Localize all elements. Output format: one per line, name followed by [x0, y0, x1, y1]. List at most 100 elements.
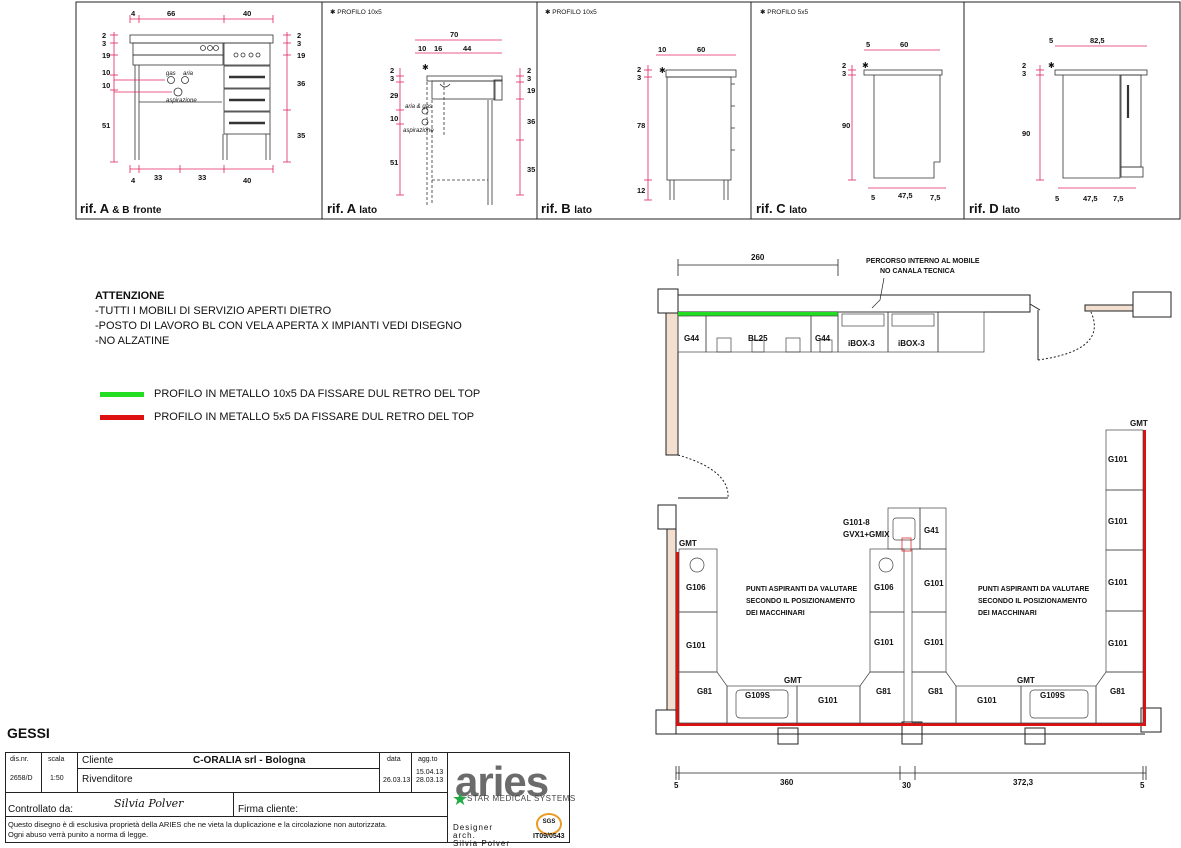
- legend-swatch-green: [100, 392, 144, 397]
- svg-text:PERCORSO INTERNO AL MOBILE: PERCORSO INTERNO AL MOBILE: [866, 258, 980, 265]
- svg-text:47,5: 47,5: [1083, 194, 1098, 203]
- unit-label: G101: [977, 696, 997, 705]
- svg-text:35: 35: [527, 165, 535, 174]
- dim-label: 19: [297, 51, 305, 60]
- unit-label: G41: [924, 526, 940, 535]
- svg-text:2: 2: [1022, 61, 1026, 70]
- svg-text:60: 60: [697, 45, 705, 54]
- unit-label: GVX1+GMIX: [843, 530, 890, 539]
- unit-label: G81: [697, 687, 713, 696]
- sideD-drawing: [1054, 69, 1148, 179]
- dis-nr-cell: dis.nr. 2658/D: [6, 753, 42, 793]
- room-name: GESSI: [7, 725, 50, 741]
- svg-text:90: 90: [842, 121, 850, 130]
- unit-label: G109S: [745, 691, 771, 700]
- svg-text:372,3: 372,3: [1013, 778, 1034, 787]
- svg-text:✱: ✱: [659, 66, 666, 75]
- svg-text:rif. C lato: rif. C lato: [756, 201, 807, 216]
- svg-text:2: 2: [637, 65, 641, 74]
- attention-notes: ATTENZIONE -TUTTI I MOBILI DI SERVIZIO A…: [95, 289, 462, 349]
- sideC-dim-labels: 5 60 2 3 90 5 47,5 7,5 ✱: [842, 40, 940, 202]
- svg-text:5: 5: [1055, 194, 1059, 203]
- svg-text:✱ PROFILO 10x5: ✱ PROFILO 10x5: [545, 8, 597, 16]
- unit-label: G109S: [1040, 691, 1066, 700]
- dim-label: 66: [167, 9, 175, 18]
- unit-label: G81: [928, 687, 944, 696]
- svg-text:DEI MACCHINARI: DEI MACCHINARI: [746, 610, 805, 617]
- dim-label: 4: [131, 176, 136, 185]
- svg-text:✱ PROFILO 5x5: ✱ PROFILO 5x5: [760, 8, 808, 16]
- svg-text:36: 36: [527, 117, 535, 126]
- notes-title: ATTENZIONE: [95, 290, 165, 302]
- svg-text:5: 5: [866, 40, 870, 49]
- sideA-dims: [396, 39, 524, 196]
- svg-text:SECONDO IL POSIZIONAMENTO: SECONDO IL POSIZIONAMENTO: [978, 598, 1088, 605]
- unit-label: G101: [1108, 455, 1128, 464]
- unit-label: GMT: [1130, 419, 1148, 428]
- svg-text:rif. A lato: rif. A lato: [327, 201, 377, 216]
- svg-text:7,5: 7,5: [1113, 194, 1123, 203]
- brand-tagline: STAR MEDICAL SYSTEMS: [467, 794, 576, 803]
- svg-text:rif. D lato: rif. D lato: [969, 201, 1020, 216]
- sideD-dims: [1036, 45, 1147, 189]
- dim-label: 10: [102, 81, 110, 90]
- svg-text:3: 3: [1022, 69, 1026, 78]
- cliente-cell: Cliente C-ORALIA srl - Bologna: [78, 753, 380, 769]
- svg-text:10: 10: [390, 114, 398, 123]
- unit-label: G101: [1108, 517, 1128, 526]
- svg-text:2: 2: [527, 66, 531, 75]
- svg-text:✱: ✱: [862, 61, 869, 70]
- svg-text:90: 90: [1022, 129, 1030, 138]
- dim-label: 10: [102, 68, 110, 77]
- svg-text:260: 260: [751, 253, 765, 262]
- svg-text:aria & gas: aria & gas: [405, 104, 432, 110]
- percorso-leader: [871, 277, 885, 309]
- svg-text:3: 3: [842, 69, 846, 78]
- panel-captions: rif. A & B fronte rif. A lato rif. B lat…: [80, 8, 1020, 216]
- sideB-dims: [644, 54, 736, 201]
- left-column-units: [678, 548, 905, 724]
- unit-label: G81: [876, 687, 892, 696]
- svg-text:7,5: 7,5: [930, 193, 940, 202]
- unit-label: G101: [1108, 639, 1128, 648]
- front-view-dims: [110, 15, 291, 173]
- plan-walls: [655, 288, 1172, 745]
- unit-label: GMT: [1017, 676, 1035, 685]
- sideC-drawing: [863, 69, 943, 179]
- svg-text:PUNTI ASPIRANTI DA VALUTARE: PUNTI ASPIRANTI DA VALUTARE: [978, 586, 1090, 593]
- dim-label: 40: [243, 176, 251, 185]
- svg-text:10: 10: [658, 45, 666, 54]
- scala-cell: scala 1:50: [42, 753, 78, 793]
- svg-text:70: 70: [450, 30, 458, 39]
- legend-label: PROFILO IN METALLO 10x5 DA FISSARE DUL R…: [154, 388, 481, 400]
- dim-label: 33: [154, 173, 162, 182]
- svg-text:2: 2: [390, 66, 394, 75]
- sideD-dim-labels: 5 82,5 2 3 90 5 47,5 7,5 ✱: [1022, 36, 1123, 203]
- svg-text:5: 5: [871, 193, 875, 202]
- controllato-cell: Controllato da: Silvia Polver: [6, 793, 234, 817]
- svg-text:3: 3: [527, 74, 531, 83]
- cert-code: IT09/0543: [533, 833, 565, 840]
- svg-text:3: 3: [390, 74, 394, 83]
- dim-label: 4: [131, 9, 136, 18]
- unit-label: GMT: [784, 676, 802, 685]
- firma-cell: Firma cliente:: [234, 793, 448, 817]
- svg-text:rif. B lato: rif. B lato: [541, 201, 592, 216]
- unit-label: G106: [686, 583, 706, 592]
- svg-text:29: 29: [390, 91, 398, 100]
- unit-label: G101: [924, 638, 944, 647]
- copyright-cell: Questo disegno è di esclusiva proprietà …: [6, 817, 448, 842]
- svg-text:360: 360: [780, 778, 794, 787]
- unit-label: G44: [815, 334, 831, 343]
- dim-label: 3: [297, 39, 301, 48]
- svg-text:3: 3: [637, 73, 641, 82]
- dim-label: 40: [243, 9, 251, 18]
- svg-text:10: 10: [418, 44, 426, 53]
- sideA-notes: aria & gas aspirazione ✱: [403, 63, 434, 134]
- signature: Silvia Polver: [114, 797, 184, 810]
- elevation-panels: [75, 1, 1181, 220]
- svg-text:12: 12: [637, 186, 645, 195]
- legend-swatch-red: [100, 415, 144, 420]
- unit-label: G106: [874, 583, 894, 592]
